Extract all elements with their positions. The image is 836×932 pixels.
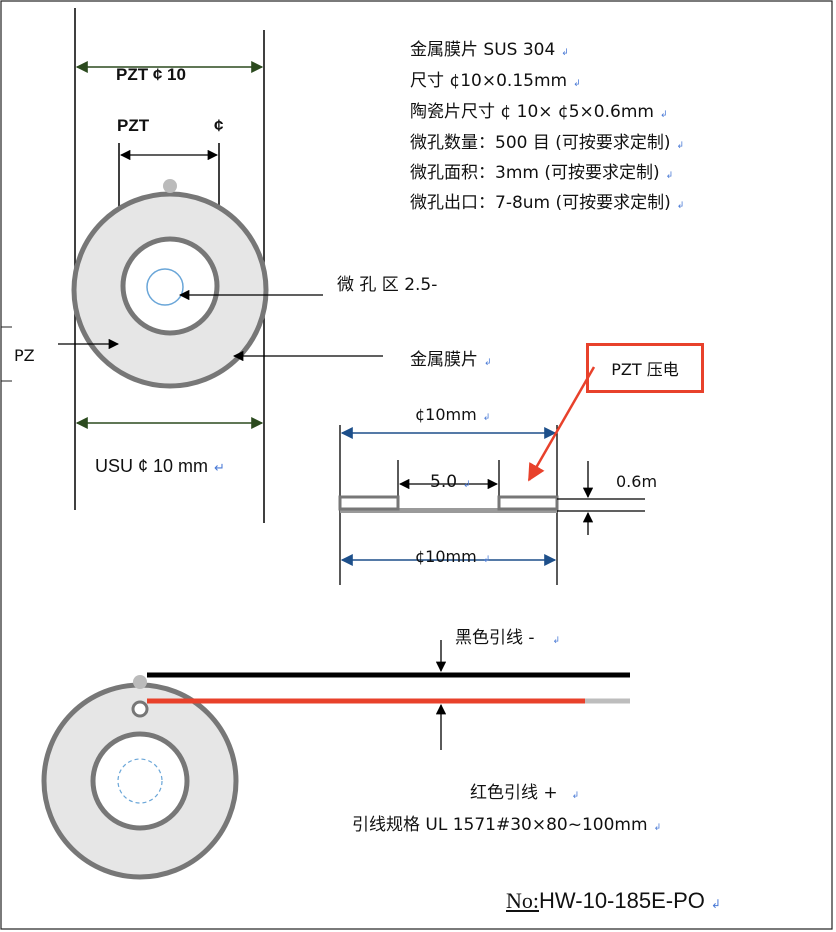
- dim-outer-label: PZT ¢ 10: [116, 65, 186, 84]
- lead-ring: [90, 731, 190, 831]
- doc-prefix: No:: [506, 888, 539, 913]
- black-tab: [133, 675, 147, 689]
- lead-view: [41, 640, 630, 880]
- section-view: [338, 366, 645, 585]
- section-dim-top: ¢10mm↲: [415, 405, 491, 424]
- section-dim-mid: 5.0↲: [430, 472, 471, 492]
- pzt-callout-label: PZT 压电: [611, 360, 679, 379]
- pz-label: PZ: [14, 346, 35, 365]
- black-lead-label: 黑色引线 -↲: [455, 628, 561, 648]
- top-view: [1, 8, 383, 523]
- pzt-callout-box: PZT 压电: [586, 343, 704, 393]
- spec-line-2: 尺寸 ¢10×0.15mm↲: [410, 71, 581, 91]
- section-dim-thickness: 0.6m: [616, 472, 658, 491]
- spec-line-4: 微孔数量：500 目 (可按要求定制)↲: [410, 133, 685, 153]
- spec-line-1: 金属膜片 SUS 304↲: [410, 40, 569, 60]
- ceramic-right: [497, 495, 559, 511]
- ceramic-left: [338, 495, 400, 511]
- ceramic-ring: [120, 236, 220, 336]
- dim-bottom-label: USU ¢ 10 mm↵: [95, 456, 225, 476]
- hole-zone-label: 微 孔 区 2.5-: [337, 275, 438, 295]
- dim-inner-left-label: PZT: [117, 116, 150, 135]
- spec-line-5: 微孔面积：3mm (可按要求定制)↲: [410, 163, 674, 183]
- section-dim-bottom: ¢10mm↲: [415, 547, 491, 566]
- callout-arrow: [527, 366, 596, 482]
- dim-inner-right-label: ¢: [214, 116, 224, 135]
- spec-line-6: 微孔出口：7-8um (可按要求定制)↲: [410, 193, 685, 213]
- tab: [163, 179, 177, 193]
- lead-spec-label: 引线规格 UL 1571#30×80~100mm↲: [352, 815, 662, 835]
- spec-line-3: 陶瓷片尺寸 ¢ 10× ¢5×0.6mm↲: [410, 102, 668, 122]
- red-lead-label: 红色引线 +↲: [470, 783, 580, 803]
- doc-number: HW-10-185E-PO: [539, 888, 705, 913]
- plate-section: [340, 508, 557, 513]
- document-number: No:HW-10-185E-PO↲: [506, 888, 721, 913]
- metal-label: 金属膜片↲: [410, 350, 492, 370]
- hole-zone: [146, 268, 184, 306]
- solder-point: [131, 700, 149, 718]
